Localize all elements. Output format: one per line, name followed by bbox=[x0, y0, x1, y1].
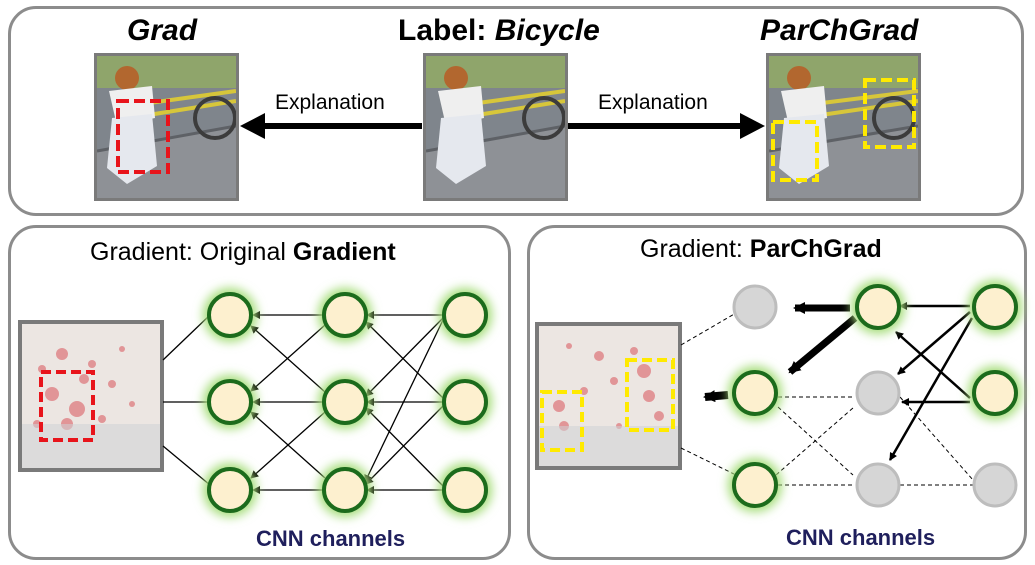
grad-title: Grad bbox=[127, 14, 198, 47]
active-channel-node bbox=[972, 370, 1018, 416]
grad-red-highlight-box bbox=[116, 99, 170, 174]
edge bbox=[897, 311, 971, 375]
active-channel-node bbox=[972, 284, 1018, 330]
right-arrow-label: Explanation bbox=[598, 91, 708, 114]
input-image bbox=[423, 53, 568, 201]
channel-node bbox=[207, 379, 253, 425]
parchgrad-title-bold: ParChGrad bbox=[749, 235, 882, 263]
bicycle-photo bbox=[97, 56, 236, 198]
parchgrad-network-edges bbox=[680, 302, 974, 486]
thick-edge bbox=[787, 315, 858, 375]
active-channel-node bbox=[732, 370, 778, 416]
active-channel-node bbox=[855, 284, 901, 330]
right-arrow-head bbox=[740, 113, 765, 139]
edge-map-to-node bbox=[162, 445, 211, 486]
edge-map-to-node bbox=[162, 314, 211, 361]
label-prefix: Label: bbox=[398, 14, 495, 47]
gradient-network-nodes bbox=[203, 288, 492, 517]
gradient-network-edges bbox=[162, 311, 444, 494]
parchgrad-yellow-box-overlay bbox=[771, 78, 916, 182]
parchgrad-explanation-image bbox=[766, 53, 921, 201]
label-value: Bicycle bbox=[494, 14, 600, 47]
left-arrow-label: Explanation bbox=[275, 91, 385, 114]
dashed-edge bbox=[680, 447, 737, 476]
inactive-channel-node bbox=[855, 370, 901, 416]
parchgrad-title: ParChGrad bbox=[760, 14, 919, 47]
channel-node bbox=[322, 379, 368, 425]
channel-node bbox=[322, 292, 368, 338]
label-title: Label: Bicycle bbox=[398, 14, 600, 48]
parchgrad-saliency-map bbox=[535, 322, 682, 470]
parchgrad-yellow-box-left bbox=[540, 390, 584, 452]
channel-node bbox=[207, 292, 253, 338]
parchgrad-cnn-channels-label: CNN channels bbox=[786, 525, 936, 550]
parchgrad-panel-title: Gradient: ParChGrad bbox=[640, 235, 882, 264]
gradient-panel-title: Gradient: Original Gradient bbox=[90, 238, 396, 267]
edge bbox=[365, 321, 444, 399]
parchgrad-yellow-box-bicycle-front bbox=[771, 120, 819, 182]
edge bbox=[364, 319, 444, 483]
grad-explanation-image bbox=[94, 53, 239, 201]
parchgrad-title-prefix: Gradient: bbox=[640, 235, 750, 263]
edge bbox=[365, 407, 444, 487]
parchgrad-yellow-box-right bbox=[625, 358, 675, 432]
gradient-cnn-channels-label: CNN channels bbox=[256, 526, 406, 551]
channel-node bbox=[442, 467, 488, 513]
edge bbox=[250, 324, 326, 392]
active-channel-node bbox=[732, 462, 778, 508]
gradient-title-bold: Gradient bbox=[292, 238, 396, 266]
dashed-edge bbox=[899, 396, 974, 481]
gradient-title-prefix: Gradient: Original bbox=[90, 238, 293, 266]
channel-node bbox=[322, 467, 368, 513]
grad-red-box-overlay bbox=[116, 99, 170, 174]
gradient-saliency-map bbox=[18, 320, 164, 472]
channel-node bbox=[442, 292, 488, 338]
edge bbox=[250, 325, 326, 393]
gradient-saliency-texture bbox=[22, 324, 160, 468]
dashed-edge bbox=[680, 312, 737, 346]
parchgrad-yellow-box-bicycle-back bbox=[863, 78, 916, 149]
edge bbox=[250, 411, 326, 479]
edge bbox=[888, 317, 974, 461]
edge bbox=[365, 317, 444, 397]
parchgrad-saliency-texture bbox=[539, 326, 678, 466]
edge bbox=[365, 405, 444, 485]
inactive-channel-node bbox=[855, 462, 901, 508]
channel-node bbox=[442, 379, 488, 425]
parchgrad-network-nodes bbox=[728, 280, 1022, 512]
inactive-channel-node bbox=[732, 284, 778, 330]
thick-edge-to-map bbox=[703, 390, 729, 403]
bicycle-photo-center bbox=[426, 56, 565, 198]
edge bbox=[895, 331, 971, 399]
dashed-edge bbox=[775, 407, 854, 476]
channel-node bbox=[207, 467, 253, 513]
inactive-channel-node bbox=[972, 462, 1018, 508]
left-arrow-head bbox=[240, 113, 265, 139]
